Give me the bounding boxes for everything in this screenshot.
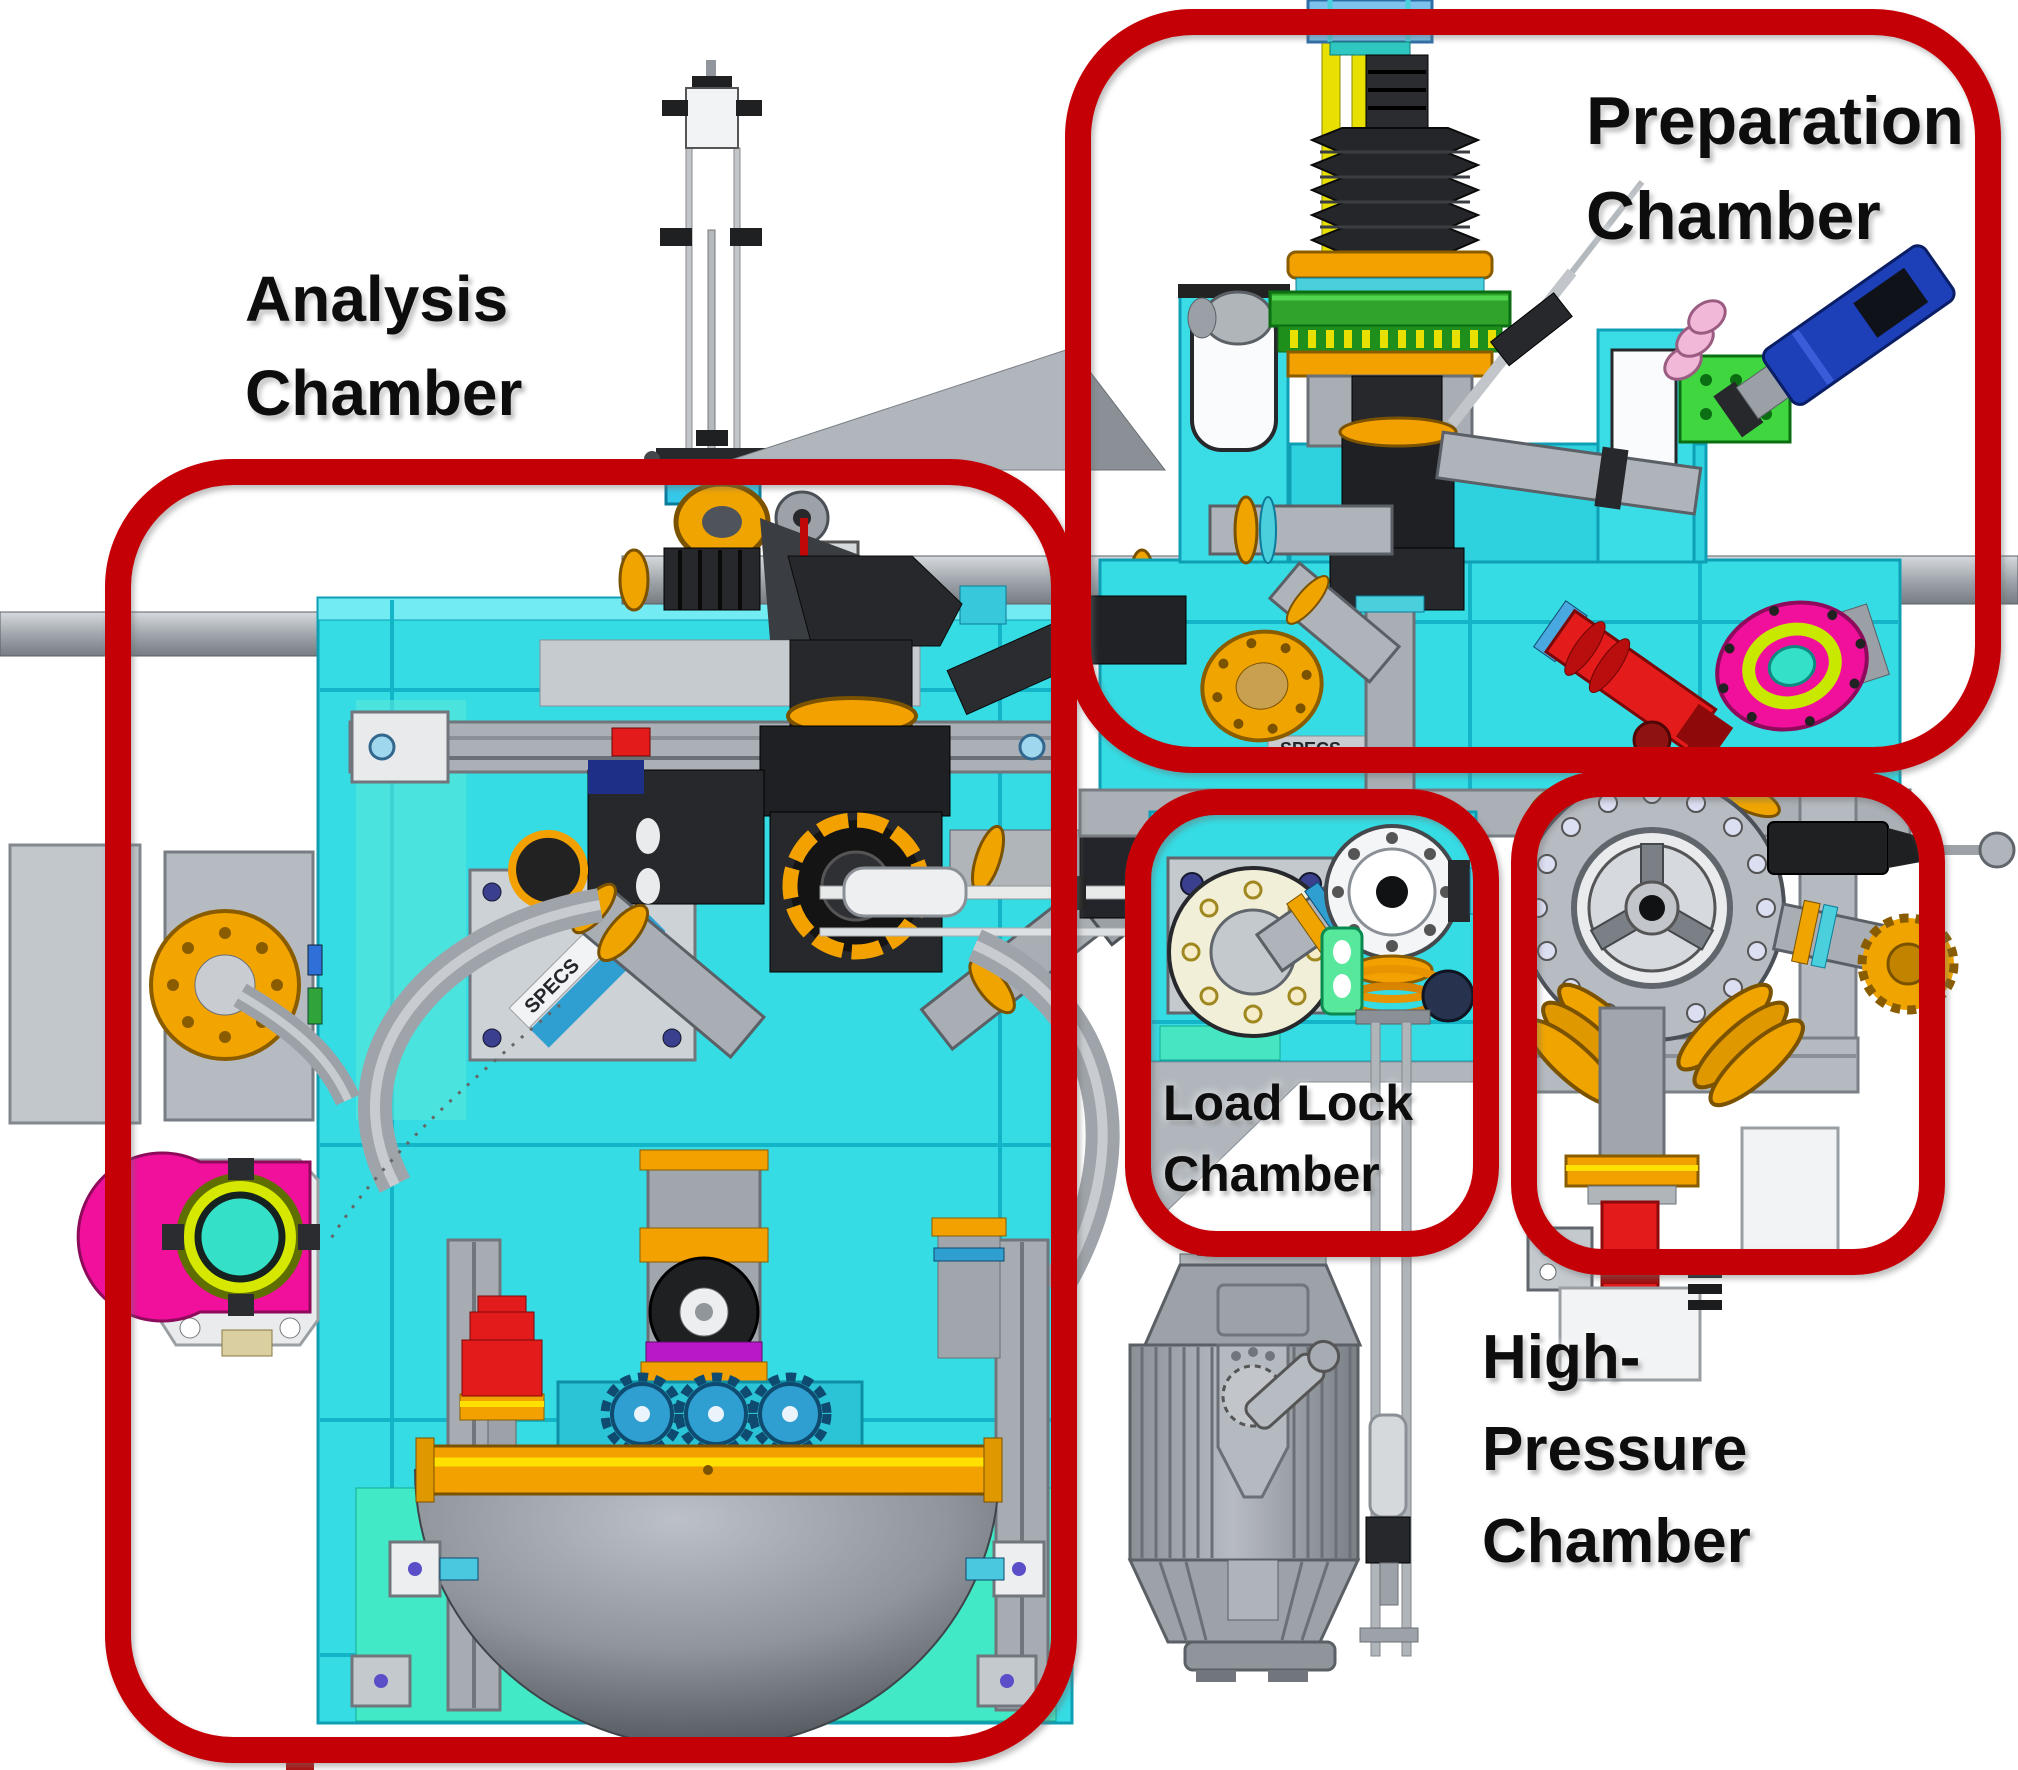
analysis-chamber-label: Analysis Chamber: [245, 252, 522, 440]
orange-disc: [1286, 250, 1494, 280]
left-orange-flange: [149, 909, 360, 1106]
hp-gold-stack-right: [1676, 982, 1805, 1108]
roof-triangle-left: [699, 347, 1073, 471]
label-line: Pressure: [1482, 1415, 1748, 1484]
load-lock-chamber-outline: [1125, 789, 1499, 1257]
pump-side-cylinder: [1359, 1413, 1419, 1643]
ball-handle: [1978, 831, 2016, 869]
hp-white-box-right: [1740, 1126, 1840, 1264]
hp-black-cylinder: [1767, 821, 2016, 875]
loadlock-rod-left: [1370, 1021, 1381, 1657]
red-knob: [611, 727, 651, 757]
side-port-column: [931, 1217, 1007, 1359]
hp-white-box-bottom: [1558, 1286, 1702, 1382]
bellows-column: [1268, 0, 1512, 448]
turbo-pump: [1127, 1238, 1419, 1682]
hp-main-flange-disc: [1518, 774, 1786, 1042]
label-line: Chamber: [1482, 1507, 1751, 1576]
deck-band: [556, 1372, 864, 1456]
load-lock-chamber-label: Load Lock Chamber: [1163, 1068, 1413, 1210]
load-lock-assembly: [1148, 810, 1487, 1657]
label-line: Analysis: [245, 263, 509, 335]
analyzer-column: [639, 1149, 769, 1388]
label-line: Preparation: [1586, 83, 1964, 159]
analysis-chamber-outline: [105, 459, 1077, 1763]
gold-ring-flange: [415, 1437, 1003, 1503]
high-pressure-chamber-label: High- Pressure Chamber: [1482, 1312, 1751, 1588]
prep-hub: [1208, 180, 1703, 866]
black-elbow: [787, 555, 963, 647]
loadlock-coil-port: [1320, 926, 1475, 1023]
preparation-chamber-label: Preparation Chamber: [1586, 74, 1964, 264]
label-line: Chamber: [245, 357, 523, 429]
label-line: Load Lock: [1163, 1075, 1414, 1131]
magenta-rotary-flange: [76, 1151, 320, 1357]
high-pressure-assembly: [1518, 774, 2016, 1382]
prep-gold-flange-disc: [1200, 629, 1324, 743]
label-line: Chamber: [1163, 1146, 1380, 1202]
blue-gun-port: [1713, 244, 1956, 438]
high-pressure-chamber-outline: [1511, 771, 1945, 1275]
vertical-manipulator: [644, 60, 780, 471]
post-brackets: [350, 1540, 1046, 1708]
label-line: Chamber: [1586, 178, 1881, 254]
analyzer-bottom-assembly: [286, 1149, 1057, 1770]
left-feed-pipe: [0, 611, 341, 657]
pump-nozzle: [1244, 1339, 1341, 1430]
gear-knobs: [600, 1372, 832, 1456]
red-valve: [459, 1295, 545, 1493]
prep-magenta-flange: [1715, 600, 1890, 732]
loadlock-rod-right: [1401, 1021, 1412, 1657]
preparation-chamber-outline: [1065, 9, 2001, 773]
black-bellows: [1309, 127, 1481, 254]
pink-bellows-port: [1663, 299, 1727, 381]
label-line: High-: [1482, 1323, 1641, 1392]
chamber-outlines: [105, 9, 2001, 1763]
